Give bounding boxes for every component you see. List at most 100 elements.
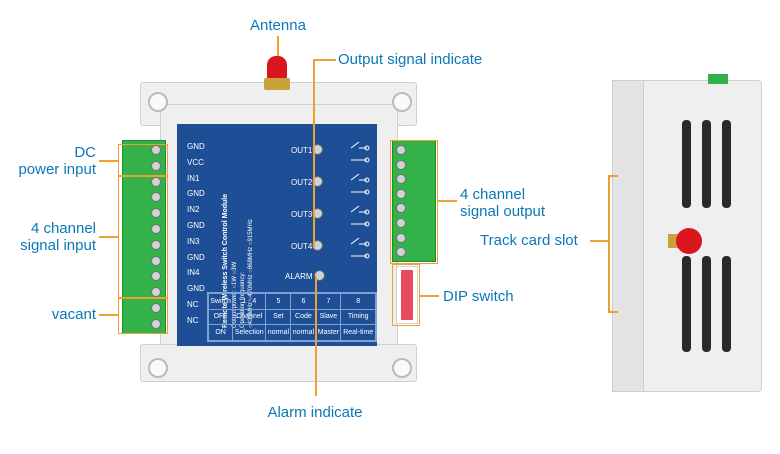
signal-input-leader: [99, 236, 118, 238]
terminal-screw: [151, 145, 161, 155]
terminal-screw: [151, 160, 161, 171]
terminal-screw: [151, 224, 161, 234]
dip-table-cell: Set: [265, 308, 292, 326]
dip-table-cell: normal: [265, 324, 292, 341]
output-led: [312, 208, 323, 219]
side-view-rail: [612, 80, 644, 392]
mount-hole-bottom-left: [148, 358, 168, 378]
terminal-screw: [396, 232, 406, 243]
terminal-screw: [396, 188, 406, 199]
antenna-label: Antenna: [250, 17, 306, 34]
track-slot-bracket: [608, 175, 618, 313]
output-label: OUT3: [291, 210, 313, 219]
terminal-label: GND: [187, 252, 205, 262]
terminal-screw: [151, 255, 161, 266]
dip-table-cell: Code: [290, 308, 317, 326]
mount-hole-bottom-right: [392, 358, 412, 378]
terminal-label: IN2: [187, 205, 200, 215]
dc-power-bracket: [118, 144, 168, 176]
dip-table-cell: normal: [290, 324, 317, 341]
terminal-label: GND: [187, 142, 205, 151]
dip-table-cell: ON: [207, 324, 234, 341]
dip-table-cell: Channel: [232, 308, 267, 326]
terminal-screw: [396, 203, 406, 214]
output-leader-v: [313, 59, 315, 247]
output-label: OUT1: [291, 146, 313, 155]
dc-power-label-line1: DC: [74, 144, 96, 161]
relay-symbols-icon: [349, 138, 371, 268]
vacant-label: vacant: [51, 306, 96, 323]
terminal-screw: [151, 287, 161, 298]
vent-slot: [682, 120, 691, 208]
dip-table-cell: Selection: [232, 324, 267, 341]
dc-power-label-line2: power input: [18, 161, 96, 178]
track-slot-label: Track card slot: [480, 232, 578, 249]
terminal-label: GND: [187, 221, 205, 230]
terminal-label: IN1: [187, 173, 200, 183]
terminal-screw: [396, 247, 406, 258]
terminal-label: GND: [187, 284, 205, 294]
channel-output-label-line2: signal output: [460, 203, 546, 220]
terminal-screw: [151, 208, 161, 219]
dip-table-cell: 6: [290, 293, 317, 310]
output-label: OUT2: [291, 178, 313, 187]
terminal-screw: [396, 159, 406, 170]
vacant-bracket: [118, 298, 168, 334]
vent-slot: [722, 256, 731, 352]
terminal-label: NC: [187, 300, 199, 309]
mount-hole-top-left: [148, 92, 168, 112]
antenna-leader: [277, 36, 279, 56]
terminal-label: IN3: [187, 236, 200, 246]
dip-table-cell: Real-time: [340, 324, 376, 341]
output-signal-label: Output signal indicate: [338, 51, 483, 68]
track-slot-leader: [590, 240, 610, 242]
dip-switch-label: DIP switch: [443, 288, 514, 305]
module-rail-bottom: [140, 344, 417, 382]
vent-slot: [702, 256, 711, 352]
terminal-label: GND: [187, 189, 205, 199]
vent-slot: [682, 256, 691, 352]
alarm-label-callout: Alarm indicate: [267, 404, 363, 421]
dip-table-cell: Timing: [340, 308, 376, 326]
output-label: OUT4: [291, 242, 313, 251]
terminal-screw: [151, 318, 161, 329]
dip-switch-leader: [419, 295, 439, 297]
terminal-screw: [151, 192, 161, 203]
vacant-leader: [99, 314, 118, 316]
terminal-label: VCC: [187, 157, 204, 167]
dc-power-leader: [99, 160, 118, 162]
output-led: [312, 240, 323, 251]
side-antenna-icon: [668, 226, 704, 256]
alarm-leader: [315, 276, 317, 396]
output-led: [312, 144, 323, 155]
channel-output-leader: [437, 200, 457, 202]
vent-slot: [702, 120, 711, 208]
terminal-label: NC: [187, 315, 199, 325]
dip-switch-bracket: [392, 264, 420, 326]
terminal-screw: [151, 176, 161, 187]
antenna-icon: [264, 56, 290, 90]
vent-slot: [722, 120, 731, 208]
dip-table-cell: 1 - 4: [232, 293, 267, 310]
dip-table-cell: Master: [315, 324, 342, 341]
signal-input-label-line2: signal input: [20, 237, 96, 254]
dip-table-cell: Slave: [315, 308, 342, 326]
dip-table-cell: 7: [315, 293, 342, 310]
dip-switch-block[interactable]: [396, 266, 418, 324]
terminal-screw: [151, 271, 161, 282]
alarm-label: ALARM: [285, 272, 313, 281]
terminal-screw: [396, 218, 406, 228]
terminal-screw: [151, 303, 161, 313]
terminal-label: IN4: [187, 268, 200, 278]
alarm-led: [314, 270, 325, 281]
dip-table-cell: 8: [340, 293, 376, 310]
dip-table-cell: OFF: [207, 308, 234, 326]
output-led: [312, 176, 323, 187]
terminal-screw: [396, 174, 406, 185]
signal-input-label-line1: 4 channel: [30, 220, 96, 237]
left-terminal-block: [122, 140, 166, 334]
output-leader-h: [314, 59, 336, 61]
terminal-screw: [151, 239, 161, 250]
